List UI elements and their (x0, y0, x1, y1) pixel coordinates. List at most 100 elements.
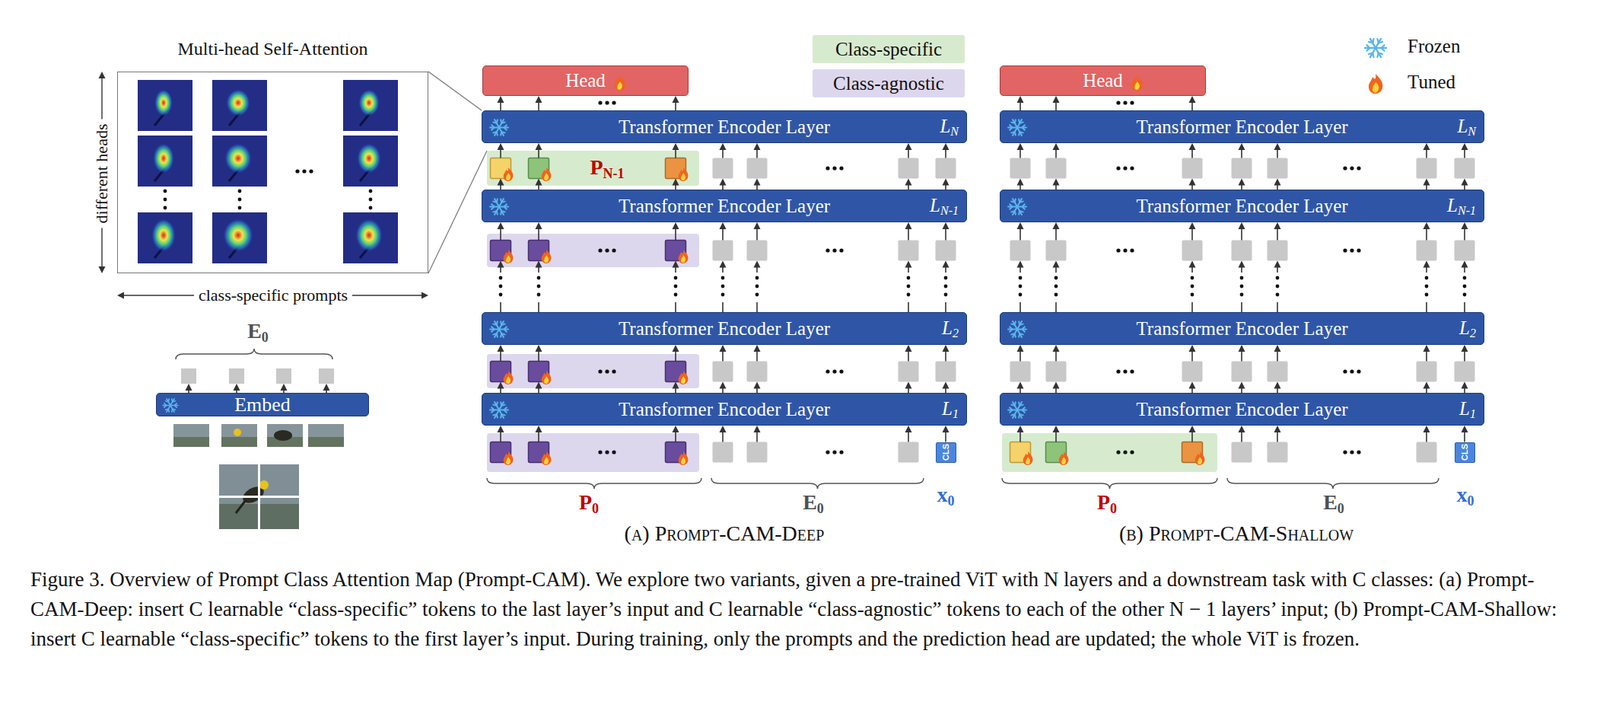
arrow-head (1052, 425, 1060, 433)
arrow-head (1274, 143, 1282, 150)
ellipsis-dot (604, 248, 609, 252)
token (1231, 240, 1253, 261)
snowflake-branch (1011, 413, 1015, 415)
ellipsis-dot (1356, 165, 1361, 170)
token (1182, 240, 1203, 261)
arrow-head (535, 425, 543, 433)
connector (1461, 425, 1469, 443)
snowflake-branch (167, 398, 170, 402)
token (1416, 158, 1438, 179)
flame-inner (543, 172, 549, 181)
snowflake-branch (1378, 41, 1383, 43)
connector-head (497, 95, 505, 103)
node-text: L2 (1459, 317, 1476, 341)
patch-grid (219, 495, 300, 498)
ellipsis-dot (825, 248, 830, 252)
flame-inner (680, 375, 686, 384)
heatmap-blob (151, 218, 176, 252)
snowflake-branch (1372, 38, 1374, 43)
snowflake-icon (489, 198, 509, 215)
heatmap-blob (224, 143, 252, 174)
ellipsis-dot (238, 189, 242, 194)
ellipsis-dot (302, 168, 306, 173)
arrow-head (117, 292, 125, 300)
flame-icon (1195, 451, 1206, 465)
flame-icon (503, 167, 514, 182)
flow-line (756, 302, 758, 312)
snowflake-icon (489, 321, 509, 338)
ellipsis-dot (1190, 284, 1195, 289)
ellipsis-dot (755, 276, 760, 280)
ellipsis-dot (832, 368, 837, 373)
arrow-head (672, 344, 680, 352)
arrow-head (421, 292, 429, 300)
ellipsis-dot (1240, 292, 1244, 297)
flow-line (1276, 302, 1279, 312)
legend-text: Class-specific (835, 38, 942, 61)
snowflake-branch (500, 413, 502, 417)
token (1416, 361, 1438, 382)
ellipsis-dot (295, 168, 300, 173)
arrow-head (672, 95, 680, 103)
ellipsis-dot (944, 292, 948, 297)
flame-inner (505, 375, 511, 384)
arrow-head (98, 266, 106, 274)
encoder-layer-box: Transformer Encoder LayerL1 (999, 392, 1485, 426)
flow-line (1240, 302, 1243, 312)
attention-panel: Multi-head Self-Attention (117, 71, 429, 274)
image-patch (173, 423, 210, 447)
flow-line (674, 302, 677, 312)
arrow-head (942, 381, 950, 389)
token (935, 158, 957, 179)
ellipsis-dot (1122, 165, 1127, 170)
curly-brace (1001, 477, 1218, 489)
ellipsis-dot (537, 276, 541, 280)
encoder-layer-box: Transformer Encoder LayerL1 (481, 392, 967, 426)
arrow-head (1238, 143, 1246, 150)
token (747, 442, 768, 463)
arrow-head (905, 425, 913, 433)
node-text: Head (1082, 69, 1123, 92)
snowflake-branch (164, 403, 167, 406)
arrow-head (497, 344, 505, 352)
legend-swatch: Class-agnostic (812, 69, 965, 98)
flame-inner (617, 81, 623, 90)
arrow-head (1423, 425, 1431, 433)
arrow-head (719, 381, 727, 389)
ellipsis-dot (1349, 248, 1354, 252)
snowflake-branch (1009, 124, 1012, 128)
ellipsis-dot (1349, 449, 1354, 454)
heatmap-ground (212, 79, 268, 131)
arrow-head (98, 71, 106, 79)
flame-inner (1372, 81, 1380, 93)
figure-caption: Figure 3. Overview of Prompt Class Atten… (30, 564, 1572, 654)
flame-icon (678, 249, 689, 264)
snowflake-branch (1011, 210, 1015, 212)
arrow-head (942, 260, 950, 268)
node-icon (156, 393, 369, 416)
node-text: PN-1 (589, 155, 624, 182)
flame-icon (1023, 451, 1034, 465)
axis-label: class-specific prompts (194, 285, 353, 306)
flame-inner (680, 456, 686, 465)
connector (497, 95, 505, 111)
snowflake-branch (1014, 198, 1016, 202)
flame-inner (543, 254, 549, 263)
flow-line (1191, 302, 1193, 312)
arrow-head (1189, 381, 1197, 389)
node-icon (483, 66, 688, 96)
token (898, 158, 920, 179)
snowflake-branch (1367, 44, 1371, 48)
node-text: Transformer Encoder Layer (618, 116, 831, 138)
arrow-head (1017, 381, 1025, 389)
image-patch-ground (308, 436, 344, 447)
node-text: LN (939, 115, 959, 139)
flame-icon (541, 370, 552, 385)
symbol-label: x0 (1456, 482, 1475, 509)
snowflake-branch (496, 119, 498, 123)
ellipsis-dot (1129, 368, 1134, 373)
symbol-label: x0 (937, 482, 955, 509)
arrow-head (497, 178, 505, 186)
snowflake-branch (1022, 127, 1025, 131)
ellipsis-dot (906, 284, 911, 289)
